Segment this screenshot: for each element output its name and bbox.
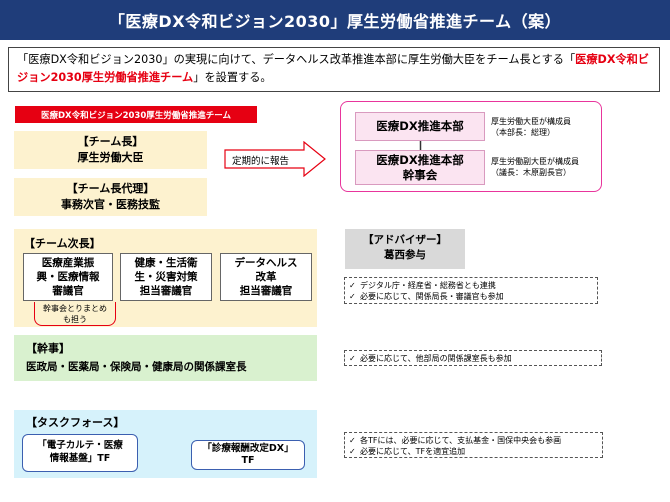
vice-role-datahealth: データヘルス改革担当審議官	[220, 253, 312, 301]
vice-role-health: 健康・生活衛生・災害対策担当審議官	[120, 253, 212, 301]
chief-box: 【チーム長】 厚生労働大臣	[14, 131, 207, 169]
check-icon: ✓	[349, 447, 356, 456]
tf-line: 「電子カルテ・医療	[37, 440, 123, 451]
hq-note: 厚生労働大臣が構成員（本部長：総理）	[491, 117, 571, 138]
check-icon: ✓	[349, 292, 356, 301]
intro-text-before: 「医療DX令和ビジョン2030」の実現に向けて、データヘルス改革推進本部に厚生労…	[17, 53, 576, 66]
note-text: 必要に応じて、関係局長・審議官も参加	[360, 292, 504, 301]
tf-line: 「診療報酬改定DX」	[202, 443, 294, 454]
note-line: （議長：木原副長官）	[491, 167, 571, 177]
advisor-name: 葛西参与	[384, 249, 426, 261]
tf-line: 情報基盤」TF	[49, 452, 111, 464]
exec-note: 厚生労働副大臣が構成員（議長：木原副長官）	[491, 157, 579, 178]
list-item: ✓ 必要に応じて、TFを適宜追加	[349, 446, 598, 457]
check-icon: ✓	[349, 354, 356, 363]
list-item: ✓ 必要に応じて、他部局の関係課室長も参加	[349, 353, 597, 364]
role-line: 改革	[255, 271, 277, 283]
list-item: ✓ 各TFには、必要に応じて、支払基金・国保中央会も参画	[349, 435, 598, 446]
report-label: 定期的に報告	[232, 156, 290, 167]
role-line: データヘルス	[234, 257, 298, 269]
role-line: 興・医療情報	[36, 271, 100, 283]
team-tag: 医療DX令和ビジョン2030厚生労働省推進チーム	[15, 106, 257, 123]
chief-label: 【チーム長】	[77, 135, 144, 148]
role-line: 担当審議官	[239, 285, 293, 297]
kanji-notes: ✓ 必要に応じて、他部局の関係課室長も参加	[344, 350, 602, 366]
kanji-box	[14, 335, 317, 381]
deputy-box: 【チーム長代理】 事務次官・医務技監	[14, 178, 207, 216]
tf-fee-revision: 「診療報酬改定DX」TF	[191, 440, 305, 470]
advisor-box: 【アドバイザー】 葛西参与	[345, 229, 465, 269]
exec-line: 医療DX推進本部	[376, 153, 464, 167]
note-line: 厚生労働副大臣が構成員	[491, 157, 579, 166]
vice-role-industry: 医療産業振興・医療情報審議官	[23, 253, 113, 301]
role-line: 健康・生活衛	[134, 257, 198, 269]
deputy-name: 事務次官・医務技監	[61, 198, 160, 211]
page-title: 「医療DX令和ビジョン2030」厚生労働省推進チーム（案）	[0, 0, 670, 40]
vice-note: 幹事会とりまとめも担う	[34, 302, 116, 326]
list-item: ✓ 必要に応じて、関係局長・審議官も参加	[349, 291, 593, 302]
advisor-label: 【アドバイザー】	[363, 234, 447, 246]
chief-name: 厚生労働大臣	[77, 151, 144, 164]
note-text: 必要に応じて、他部局の関係課室長も参加	[360, 354, 512, 363]
deputy-label: 【チーム長代理】	[66, 182, 155, 195]
note-text: デジタル庁・経産省・総務省とも連携	[360, 281, 496, 290]
note-line: も担う	[63, 314, 87, 324]
tf-notes: ✓ 各TFには、必要に応じて、支払基金・国保中央会も参画 ✓ 必要に応じて、TFを適…	[344, 432, 603, 458]
tf-ehr: 「電子カルテ・医療情報基盤」TF	[22, 434, 138, 472]
note-line: 幹事会とりまとめ	[43, 304, 107, 313]
note-line: （本部長：総理）	[491, 127, 555, 137]
role-line: 生・災害対策	[134, 271, 198, 283]
note-text: 各TFには、必要に応じて、支払基金・国保中央会も参画	[360, 436, 562, 445]
intro-text-after: 」を設置する。	[193, 71, 272, 84]
check-icon: ✓	[349, 281, 356, 290]
intro-highlight: 医療DX令和ビジョン2030厚生労働省推進チーム	[17, 53, 650, 84]
note-line: 厚生労働大臣が構成員	[491, 117, 571, 126]
kanji-label: 【幹事】	[26, 342, 70, 355]
vice-label: 【チーム次長】	[24, 237, 101, 250]
hq-box: 医療DX推進本部	[355, 112, 485, 141]
arrow-right-icon	[224, 141, 326, 177]
list-item: ✓ デジタル庁・経産省・総務省とも連携	[349, 280, 593, 291]
advisor-notes: ✓ デジタル庁・経産省・総務省とも連携 ✓ 必要に応じて、関係局長・審議官も参加	[344, 277, 598, 304]
intro-text: 「医療DX令和ビジョン2030」の実現に向けて、データヘルス改革推進本部に厚生労…	[8, 47, 660, 92]
check-icon: ✓	[349, 436, 356, 445]
role-line: 審議官	[52, 285, 84, 297]
exec-line: 幹事会	[402, 168, 438, 182]
role-line: 医療産業振	[41, 257, 95, 269]
exec-box: 医療DX推進本部幹事会	[355, 150, 485, 185]
role-line: 担当審議官	[139, 285, 193, 297]
taskforce-label: 【タスクフォース】	[26, 416, 125, 429]
note-text: 必要に応じて、TFを適宜追加	[360, 447, 466, 456]
kanji-body: 医政局・医薬局・保険局・健康局の関係課室長	[26, 361, 247, 373]
tf-line: TF	[241, 455, 255, 466]
